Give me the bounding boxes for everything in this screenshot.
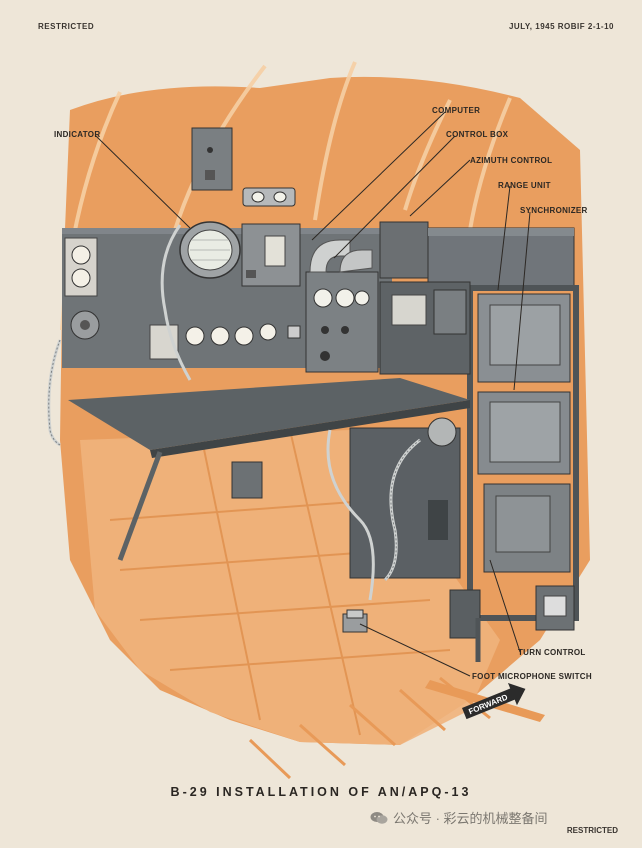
control-box — [305, 271, 379, 373]
azimuth-control-unit — [379, 221, 429, 279]
callout-leaders — [95, 111, 531, 677]
wechat-icon — [370, 811, 388, 824]
callout-computer: COMPUTER — [432, 106, 481, 115]
callout-synchronizer: SYNCHRONIZER — [520, 206, 588, 215]
watermark-text: 公众号 · 彩云的机械整备间 — [393, 811, 548, 826]
range-unit — [427, 227, 575, 289]
watermark: 公众号 · 彩云的机械整备间 — [370, 808, 548, 827]
callout-turn-control: TURN CONTROL — [518, 648, 586, 657]
figure-caption: B-29 INSTALLATION OF AN/APQ-13 — [170, 785, 472, 799]
callout-range-unit: RANGE UNIT — [498, 181, 551, 190]
header-restricted: RESTRICTED — [38, 22, 95, 31]
operator-desk — [68, 378, 470, 450]
footer-restricted: RESTRICTED — [566, 826, 618, 835]
callout-azimuth-control: AZIMUTH CONTROL — [470, 156, 553, 165]
callout-indicator: INDICATOR — [54, 130, 101, 139]
callout-control-box: CONTROL BOX — [446, 130, 509, 139]
header-date-ref: JULY, 1945 ROBIF 2-1-10 — [508, 22, 614, 31]
callout-foot-microphone-switch: FOOT MICROPHONE SWITCH — [472, 672, 592, 681]
